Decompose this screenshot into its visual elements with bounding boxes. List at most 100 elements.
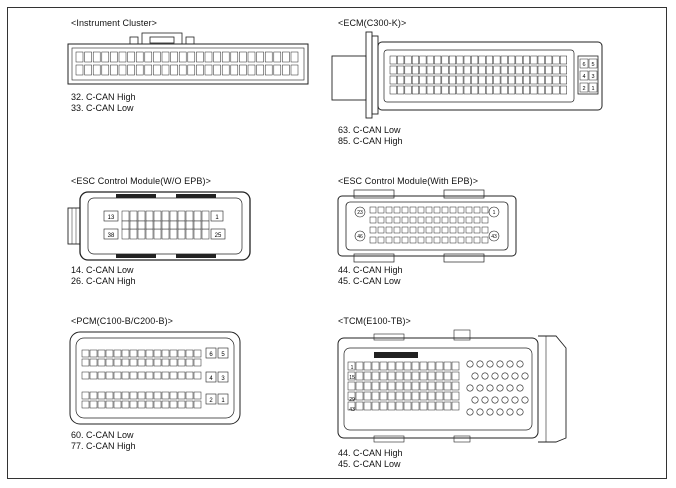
- pin-cell: [118, 64, 127, 76]
- pin-cell: [465, 216, 473, 224]
- pin-cell: [121, 220, 130, 230]
- round-pin: [481, 396, 489, 404]
- pin-cell: [97, 371, 106, 380]
- pin-cell: [144, 51, 153, 63]
- pin-cell: [81, 400, 90, 409]
- pin-cell: [385, 206, 393, 214]
- pin-cell: [463, 85, 471, 95]
- pin-cell: [121, 371, 130, 380]
- pin-cell: [465, 236, 473, 244]
- pin-cell: [110, 51, 118, 63]
- pin-cell: [185, 358, 194, 367]
- pin-cell: [559, 75, 567, 85]
- pin-cell: [537, 55, 545, 65]
- pin-cell: [403, 391, 412, 401]
- pin-cell: [493, 55, 501, 65]
- pin-cell: [137, 391, 146, 400]
- pin-cell: [530, 75, 538, 85]
- pin-label: 1: [221, 398, 225, 404]
- pin-cell: [379, 381, 388, 391]
- pin-cell: [417, 226, 425, 234]
- pin-cell: [185, 220, 194, 230]
- pin-cell: [471, 75, 479, 85]
- pin-cell: [457, 226, 465, 234]
- pin-cell: [161, 358, 170, 367]
- pin-cell: [404, 65, 412, 75]
- tcm-pin-list: 44. C-CAN High 45. C-CAN Low: [338, 448, 403, 469]
- pin-cell: [456, 75, 464, 85]
- pin-cell: [145, 349, 154, 358]
- pin-cell: [137, 400, 146, 409]
- pin-cell: [221, 64, 230, 76]
- pin-cell: [273, 51, 282, 63]
- pin-cell: [451, 361, 460, 371]
- pin-cell: [441, 226, 449, 234]
- pin-cell: [379, 401, 388, 411]
- round-pin: [496, 360, 504, 368]
- pin-cell: [473, 226, 481, 234]
- pcm-pin-grid: [81, 349, 202, 409]
- pin-label: 6: [209, 352, 213, 358]
- pin-cell: [363, 361, 372, 371]
- pin-cell: [478, 65, 486, 75]
- pin-cell: [161, 349, 170, 358]
- pin-cell: [427, 371, 436, 381]
- pin-cell: [113, 358, 122, 367]
- round-pin: [521, 372, 529, 380]
- pin-cell: [403, 371, 412, 381]
- pin-cell: [411, 75, 419, 85]
- pin-cell: [185, 228, 194, 240]
- pin-cell: [201, 220, 210, 230]
- pin-cell: [433, 226, 441, 234]
- pin-cell: [363, 391, 372, 401]
- pin-cell: [113, 391, 122, 400]
- pin-cell: [435, 401, 444, 411]
- pin-cell: [377, 226, 385, 234]
- pin-cell: [397, 85, 405, 95]
- pin-cell: [187, 64, 196, 76]
- pin-cell: [397, 65, 405, 75]
- ecm-side-label: 6: [582, 62, 585, 68]
- pin-cell: [456, 55, 464, 65]
- pin-cell: [161, 228, 170, 240]
- pin-cell: [463, 55, 471, 65]
- pin-cell: [264, 51, 273, 63]
- pin-cell: [537, 85, 545, 95]
- pin-cell: [178, 51, 187, 63]
- pin-cell: [121, 210, 130, 222]
- pin-cell: [404, 55, 412, 65]
- pin-cell: [425, 236, 433, 244]
- ecm-pin-grid: [389, 55, 567, 95]
- round-pin: [476, 408, 484, 416]
- pin-cell: [204, 64, 213, 76]
- pin-cell: [403, 361, 412, 371]
- pin-cell: [395, 401, 404, 411]
- pin-cell: [500, 65, 508, 75]
- pin-cell: [153, 400, 162, 409]
- pin-cell: [161, 51, 170, 63]
- pin-cell: [137, 358, 146, 367]
- pin-cell: [481, 236, 489, 244]
- pin-cell: [508, 55, 516, 65]
- pin-cell: [411, 361, 420, 371]
- pin-cell: [441, 65, 449, 75]
- esc-with-epb-pin-list: 44. C-CAN High 45. C-CAN Low: [338, 265, 403, 286]
- pin-label: 43: [349, 407, 355, 413]
- pin-cell: [387, 381, 396, 391]
- pin-cell: [411, 85, 419, 95]
- pin-cell: [371, 381, 380, 391]
- pin-cell: [387, 361, 396, 371]
- pin-cell: [419, 381, 428, 391]
- pin-entry: 33. C-CAN Low: [71, 102, 134, 113]
- round-pin: [496, 408, 504, 416]
- pin-cell: [387, 391, 396, 401]
- pin-cell: [193, 228, 202, 240]
- pin-cell: [473, 216, 481, 224]
- round-pin: [516, 408, 524, 416]
- pin-cell: [545, 85, 553, 95]
- pin-cell: [196, 64, 204, 76]
- pin-cell: [81, 371, 90, 380]
- pin-cell: [377, 216, 385, 224]
- round-pin: [476, 360, 484, 368]
- pin-cell: [385, 236, 393, 244]
